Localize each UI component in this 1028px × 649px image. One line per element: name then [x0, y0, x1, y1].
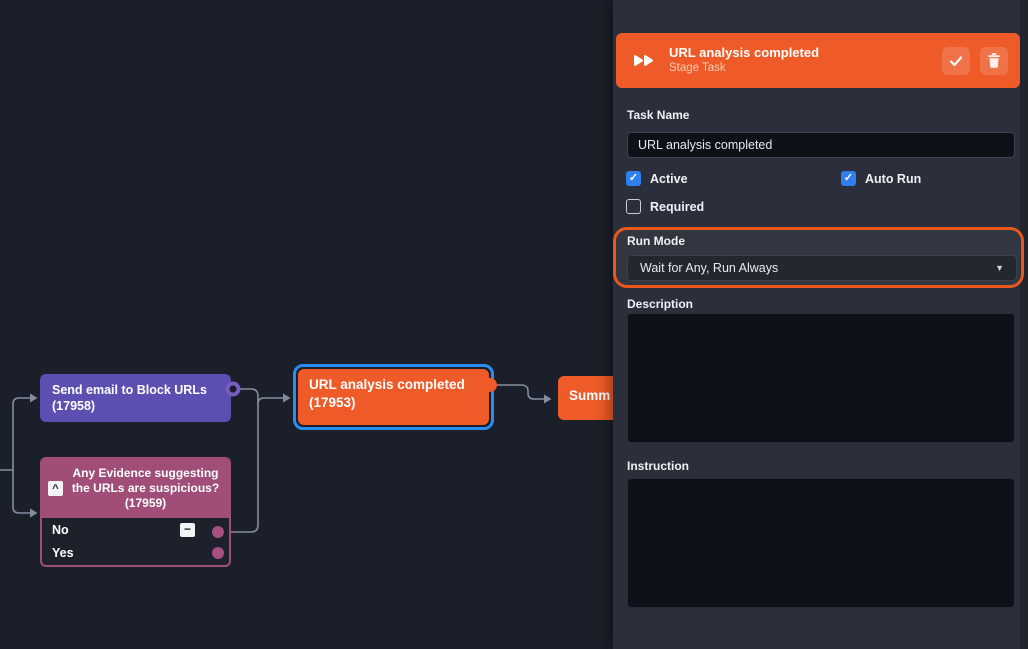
arrowhead-icon — [30, 393, 552, 518]
output-yes-label: Yes — [52, 545, 74, 560]
task-detail-panel: URL analysis completed Stage Task Task — [613, 0, 1028, 649]
minus-icon[interactable]: − — [180, 522, 195, 537]
task-panel-header: URL analysis completed Stage Task — [616, 33, 1020, 88]
instruction-label: Instruction — [627, 459, 689, 473]
auto-run-checkbox-row[interactable]: ✓ Auto Run — [841, 171, 921, 186]
required-checkbox[interactable]: ✓ — [626, 199, 641, 214]
description-label: Description — [627, 297, 694, 311]
active-checkbox[interactable]: ✓ — [626, 171, 641, 186]
node-send-email[interactable]: Send email to Block URLs (17958) — [40, 374, 231, 422]
decision-output-yes[interactable]: Yes — [42, 541, 229, 564]
panel-subtitle: Stage Task — [669, 62, 726, 75]
decision-output-no[interactable]: No − — [42, 518, 229, 541]
active-label: Active — [650, 171, 688, 186]
auto-run-checkbox[interactable]: ✓ — [841, 171, 856, 186]
node-url-analysis-label: URL analysis completed (17953) — [298, 369, 489, 425]
confirm-button[interactable] — [942, 46, 970, 75]
run-mode-select[interactable]: Wait for Any, Run Always ▼ — [627, 255, 1017, 281]
run-mode-label: Run Mode — [627, 234, 685, 248]
check-icon — [949, 55, 963, 66]
decision-header: ^ Any Evidence suggesting the URLs are s… — [42, 459, 229, 518]
collapse-up-icon[interactable]: ^ — [48, 481, 63, 496]
trash-icon — [988, 53, 1000, 68]
task-name-label: Task Name — [627, 108, 690, 122]
active-checkbox-row[interactable]: ✓ Active — [626, 171, 688, 186]
instruction-textarea[interactable] — [627, 478, 1015, 608]
panel-scrollbar-track[interactable] — [1020, 0, 1028, 649]
node-decision[interactable]: ^ Any Evidence suggesting the URLs are s… — [40, 457, 231, 567]
description-textarea[interactable] — [627, 313, 1015, 443]
required-checkbox-row[interactable]: ✓ Required — [626, 199, 704, 214]
run-mode-value: Wait for Any, Run Always — [640, 261, 779, 275]
required-label: Required — [650, 199, 705, 214]
panel-title: URL analysis completed — [669, 44, 820, 60]
decision-label: Any Evidence suggesting the URLs are sus… — [71, 466, 220, 510]
chevron-down-icon: ▼ — [995, 263, 1004, 273]
delete-task-button[interactable] — [980, 46, 1008, 75]
task-name-input[interactable] — [627, 132, 1015, 158]
fast-forward-icon — [634, 55, 653, 66]
output-no-label: No — [52, 522, 69, 537]
auto-run-label: Auto Run — [865, 171, 922, 186]
node-url-analysis-selected[interactable]: URL analysis completed (17953) — [293, 364, 494, 430]
